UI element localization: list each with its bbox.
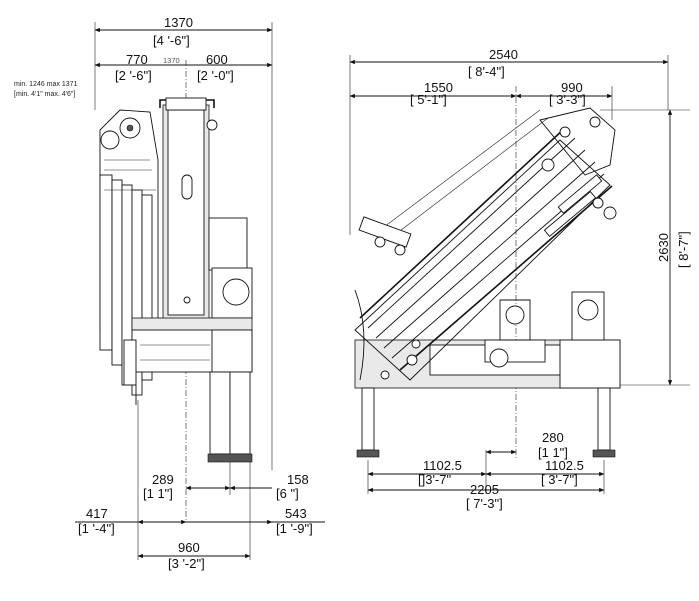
offset-417-ft: [1 '-4"] [78,521,115,536]
leg-right-1102-ft: [ 3'-7"] [541,472,578,487]
leg-total-2205-mm: 2205 [470,482,499,497]
leg-right-1102-mm: 1102.5 [545,458,584,473]
offset-543-mm: 543 [285,506,307,521]
offset-417-mm: 417 [86,506,108,521]
adjust-note-imperial: [min. 4'1" max. 4'6"] [14,91,75,98]
left-part-1550-ft: [ 5'-1"] [410,92,447,107]
offset-158-mm: 158 [287,472,309,487]
left-span-mm: 770 [126,52,148,67]
width-1370-ft: [4 '-6"] [153,33,190,48]
adjust-note-metric: min. 1246 max 1371 [14,81,78,88]
side-view: 2540 [ 8'-4"] 1550 [ 5'-1"] 990 [ 3'-3"]… [349,47,691,511]
center-offset-280-mm: 280 [542,430,564,445]
offset-289-ft: [1 1"] [143,486,173,501]
offset-289-mm: 289 [152,472,174,487]
base-width-mm: 960 [178,540,200,555]
left-part-1550-mm: 1550 [424,80,453,95]
boom-assembly [354,107,617,381]
center-offset-280-ft: [1 1"] [538,445,568,460]
base-width-ft: [3 '-2"] [168,556,205,571]
left-span-ft: [2 '-6"] [115,68,152,83]
width-1370-mm: 1370 [164,15,193,30]
right-part-990-mm: 990 [561,80,583,95]
offset-543-ft: [1 '-9"] [276,521,313,536]
height-2630-ft: [ 8'-7"] [676,231,691,268]
length-2540-mm: 2540 [489,47,518,62]
right-span-mm: 600 [206,52,228,67]
right-part-990-ft: [ 3'-3"] [549,92,586,107]
front-view: 1370 [4 '-6"] 770 [2 '-6"] 1370 600 [2 '… [14,15,325,571]
center-small-label: 1370 [163,56,180,65]
leg-left-1102-ft: []3'-7" [418,472,451,487]
length-2540-ft: [ 8'-4"] [468,64,505,79]
right-span-ft: [2 '-0"] [197,68,234,83]
offset-158-ft: [6 "] [276,486,299,501]
leg-left-1102-mm: 1102.5 [423,458,462,473]
height-2630-mm: 2630 [656,233,671,262]
leg-total-2205-ft: [ 7'-3"] [466,496,503,511]
